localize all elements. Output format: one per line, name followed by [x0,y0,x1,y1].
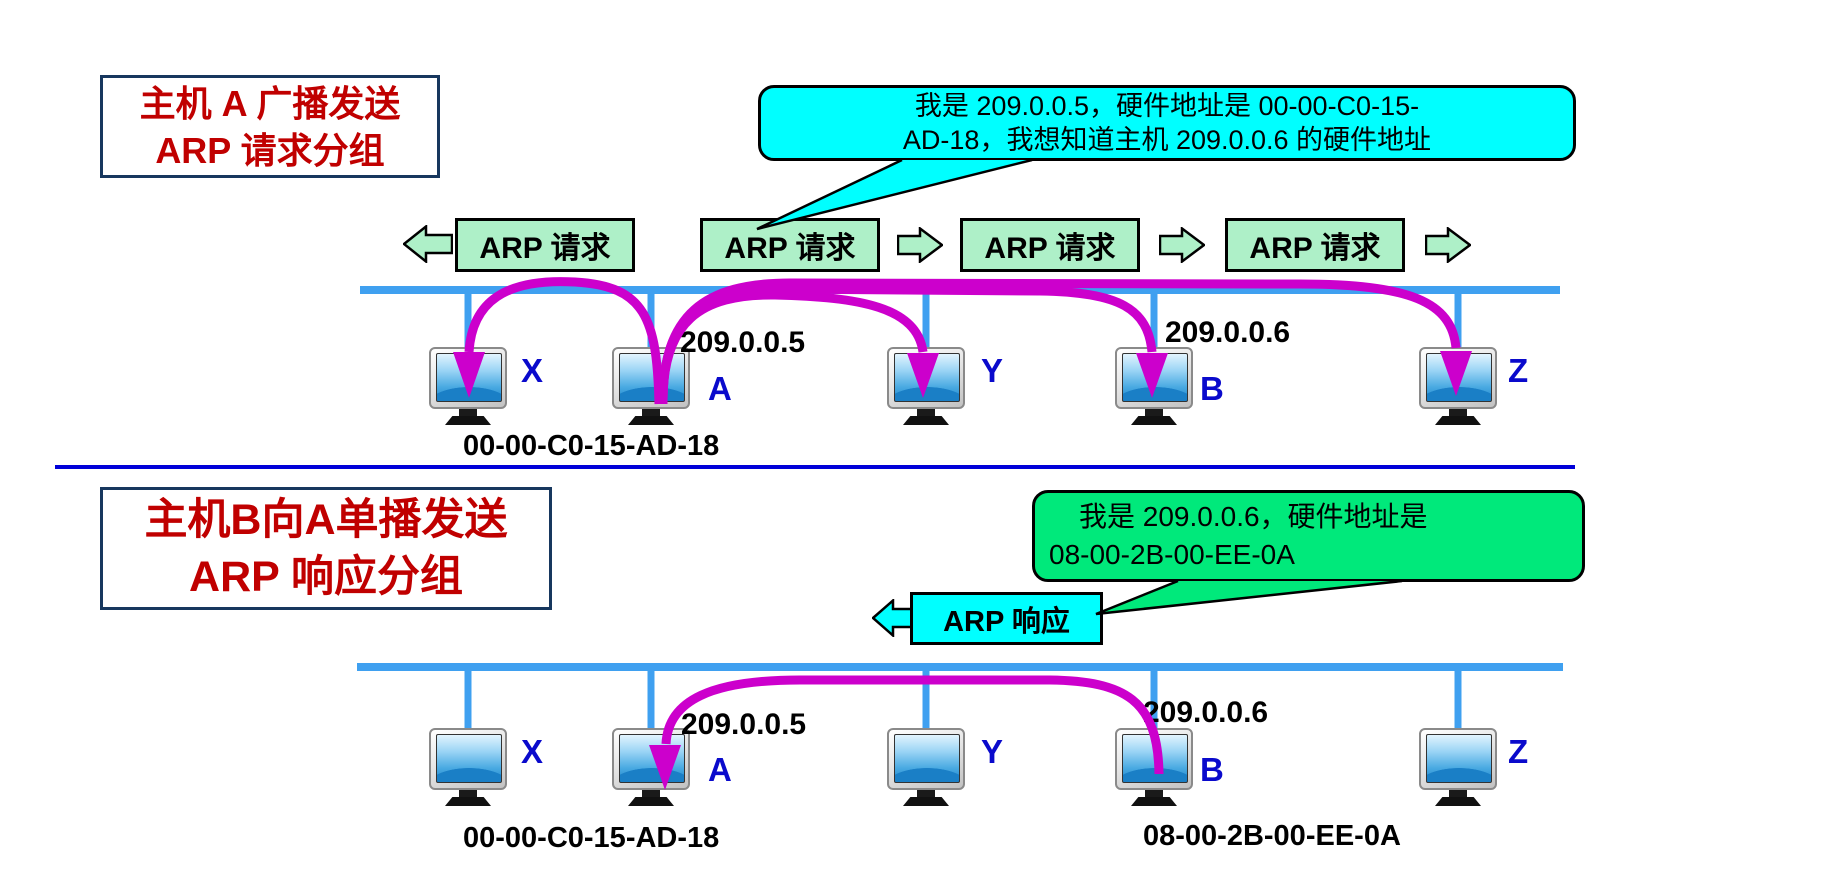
request-bubble-line1: 我是 209.0.0.5，硬件地址是 00-00-C0-15- [914,91,1420,121]
block-arrow-left-icon [872,599,914,637]
mac-label-host-a-bottom: 00-00-C0-15-AD-18 [463,822,720,854]
request-title-box: 主机 A 广播发送 ARP 请求分组 [100,75,440,178]
mac-label-host-a-top: 00-00-C0-15-AD-18 [463,430,720,462]
host-b-bottom [1115,728,1193,806]
computer-monitor-icon [612,728,690,806]
arp-request-label: ARP 请求 [479,232,611,265]
computer-monitor-icon [887,347,965,425]
host-z-top [1419,347,1497,425]
arp-request-label: ARP 请求 [1249,232,1381,265]
host-x-bottom [429,728,507,806]
request-bubble-line2: AD-18，我想知道主机 209.0.0.6 的硬件地址 [902,125,1432,155]
arp-request-label: ARP 请求 [724,232,856,265]
block-arrow-right-icon [897,227,943,263]
request-speech-bubble: 我是 209.0.0.5，硬件地址是 00-00-C0-15- AD-18，我想… [758,85,1576,161]
arp-request-box-1: ARP 请求 [455,218,635,272]
computer-monitor-icon [1115,728,1193,806]
computer-monitor-icon [429,347,507,425]
host-label-b: B [1200,370,1224,407]
host-label-b: B [1200,751,1224,788]
reply-bubble-tail [1095,579,1403,616]
host-a-bottom [612,728,690,806]
mac-label-host-b-bottom: 08-00-2B-00-EE-0A [1143,820,1401,852]
reply-title-line2: ARP 响应分组 [189,552,463,601]
host-label-x: X [521,733,544,770]
computer-monitor-icon [887,728,965,806]
reply-bubble-line2: 08-00-2B-00-EE-0A [1049,539,1295,570]
computer-monitor-icon [1419,728,1497,806]
host-label-y: Y [981,733,1004,770]
host-label-z: Z [1508,352,1529,389]
host-a-top [612,347,690,425]
reply-speech-bubble: 我是 209.0.0.6，硬件地址是 08-00-2B-00-EE-0A [1032,490,1585,582]
arp-request-box-3: ARP 请求 [960,218,1140,272]
ip-label-host-b-top: 209.0.0.6 [1165,316,1291,349]
block-arrow-right-icon [1425,227,1471,263]
reply-title-box: 主机B向A单播发送 ARP 响应分组 [100,487,552,610]
arp-request-box-4: ARP 请求 [1225,218,1405,272]
arp-request-label: ARP 请求 [984,232,1116,265]
host-label-y: Y [981,352,1004,389]
host-label-z: Z [1508,733,1529,770]
host-b-top [1115,347,1193,425]
host-x-top [429,347,507,425]
ip-label-host-a-bottom: 209.0.0.5 [681,708,807,741]
block-arrow-right-icon [1159,227,1205,263]
reply-title-line1: 主机B向A单播发送 [144,495,508,544]
block-arrow-left-icon [403,225,453,263]
ip-label-host-a-top: 209.0.0.5 [680,326,806,359]
host-label-a: A [708,751,732,788]
ip-label-host-b-bottom: 209.0.0.6 [1143,696,1269,729]
computer-monitor-icon [1419,347,1497,425]
arp-reply-label: ARP 响应 [943,605,1070,638]
host-y-top [887,347,965,425]
host-label-x: X [521,352,544,389]
request-title-line2: ARP 请求分组 [155,129,385,171]
arp-request-box-2: ARP 请求 [700,218,880,272]
arp-reply-box: ARP 响应 [910,592,1103,645]
computer-monitor-icon [1115,347,1193,425]
host-y-bottom [887,728,965,806]
host-z-bottom [1419,728,1497,806]
request-title-line1: 主机 A 广播发送 [139,82,401,124]
reply-bubble-line1: 我是 209.0.0.6，硬件地址是 [1079,501,1428,532]
computer-monitor-icon [429,728,507,806]
computer-monitor-icon [612,347,690,425]
host-label-a: A [708,370,732,407]
